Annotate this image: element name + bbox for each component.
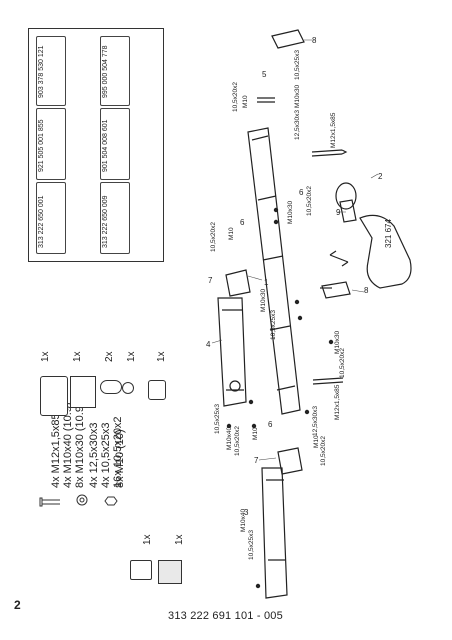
qty-4: 1x xyxy=(126,351,137,362)
callout-6: 6 xyxy=(240,218,245,227)
bracket-8-mid xyxy=(321,281,351,299)
bracket-3 xyxy=(261,467,288,599)
qty-2: 1x xyxy=(72,351,83,362)
document-number: 313 222 691 101 - 005 xyxy=(168,610,283,622)
label-washer-12-5x30x3: 12,5x30x3 xyxy=(312,406,319,436)
label-m10x30: M10x30 xyxy=(287,200,294,224)
kit-card xyxy=(100,108,130,180)
qty-1: 1x xyxy=(40,351,51,362)
manual-quantity: 1x xyxy=(142,534,153,545)
callout-4: 4 xyxy=(206,340,211,349)
washer-line: 4x 10,5x25x3 xyxy=(100,422,112,488)
kit-code: 901 504 008 601 xyxy=(102,119,109,172)
label-washer-10-5x20x2: 10,5x20x2 xyxy=(232,82,239,112)
callout-3: 3 xyxy=(244,508,249,517)
label-m10x30: M10x30 xyxy=(260,288,267,312)
crossbar xyxy=(247,127,301,415)
kit-code: 921 505 001 855 xyxy=(38,119,45,172)
callout-8: 8 xyxy=(364,286,369,295)
label-washer-10-5x25x3: 10,5x25x3 xyxy=(270,310,277,340)
label-washer-10-5x25x3: 10,5x25x3 xyxy=(294,50,301,80)
label-washer-12-5x30x3: 12,5x30x3 xyxy=(294,110,301,140)
label-m10x40: M10x40 xyxy=(226,426,233,450)
label-washer-10-5x20x2: 10,5x20x2 xyxy=(306,186,313,216)
label-washer-10-5x25x3: 10,5x25x3 xyxy=(214,404,221,434)
label-bolt-m12: M12x1,5x85 xyxy=(330,112,337,148)
manual-icon xyxy=(130,560,152,580)
label-icon xyxy=(158,560,182,584)
kit-card xyxy=(36,36,66,106)
nuts-list: 8x M10 (10) xyxy=(114,429,126,488)
callout-6: 6 xyxy=(299,188,304,197)
cable-tie-icon xyxy=(100,380,122,394)
kit-code: 903 378 530 121 xyxy=(38,45,45,98)
label-m10: M10 xyxy=(252,427,259,440)
kit-card xyxy=(36,182,66,254)
label-washer-10-5x25x3: 10,5x25x3 xyxy=(248,530,255,560)
label-quantity: 1x xyxy=(174,534,185,545)
towball xyxy=(359,214,412,289)
label-washer-10-5x20x2: 10,5x20x2 xyxy=(339,348,346,378)
label-m10: M10 xyxy=(242,95,249,108)
nut-line: 8x M10 (10) xyxy=(114,429,126,488)
clip-icon xyxy=(122,382,134,394)
kit-card xyxy=(100,36,130,106)
washer-icon xyxy=(76,494,88,506)
kit-card xyxy=(36,108,66,180)
qty-3: 2x xyxy=(104,351,115,362)
kit-card xyxy=(100,182,130,254)
callout-1: 1 xyxy=(264,278,269,287)
towball-code: 321 674 xyxy=(384,219,393,248)
label-washer-10-5x20x2: 10,5x20x2 xyxy=(320,436,327,466)
label-washer-10-5x20x2: 10,5x20x2 xyxy=(234,426,241,456)
washer-line: 4x 12,5x30x3 xyxy=(88,422,100,488)
label-m10x30: M10x30 xyxy=(294,84,301,108)
kit-code: 995 000 504 778 xyxy=(102,45,109,98)
manual-pack-icon xyxy=(70,376,96,408)
callout-6: 6 xyxy=(268,420,273,429)
page-number: 2 xyxy=(14,598,21,612)
nut-icon xyxy=(104,496,118,506)
label-bolt-m12: M12x1,5x85 xyxy=(334,384,341,420)
plate-7-top xyxy=(225,269,251,297)
bracket-8-top xyxy=(271,29,305,49)
qty-5: 1x xyxy=(156,351,167,362)
callout-9: 9 xyxy=(336,208,341,217)
arm-4 xyxy=(217,297,247,407)
callout-7: 7 xyxy=(208,276,213,285)
callout-5: 5 xyxy=(262,70,267,79)
label-washer-10-5x20x2: 10,5x20x2 xyxy=(210,222,217,252)
kit-code: 313 222 650 009 xyxy=(102,195,109,248)
plate-7-bottom xyxy=(277,447,303,475)
label-m10: M10 xyxy=(313,435,320,448)
plug-icon xyxy=(148,380,166,400)
kit-code: 313 222 650 001 xyxy=(38,195,45,248)
callout-8: 8 xyxy=(312,36,317,45)
bolt-icon xyxy=(39,497,60,507)
socket-9 xyxy=(339,199,357,223)
label-m10: M10 xyxy=(228,227,235,240)
label-m10x40: M10x40 xyxy=(240,508,247,532)
callout-7: 7 xyxy=(254,456,259,465)
hardware-pack-icon xyxy=(40,376,68,416)
callout-2: 2 xyxy=(378,172,383,181)
